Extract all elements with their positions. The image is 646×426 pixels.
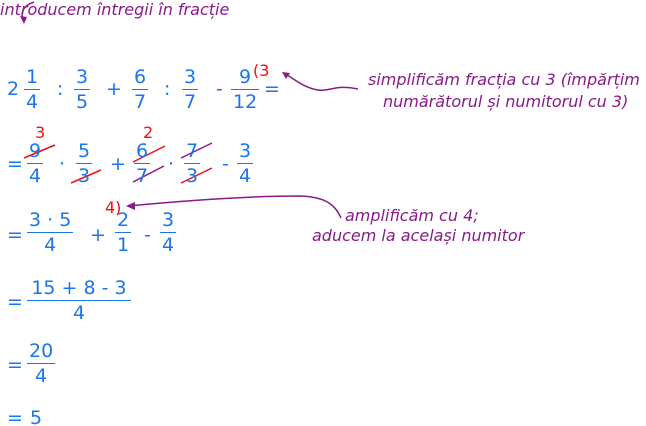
operator: : bbox=[57, 78, 64, 100]
arrow-simplify bbox=[283, 72, 359, 92]
equals: = bbox=[7, 354, 23, 376]
arrow-amplify bbox=[127, 195, 342, 219]
cancel-line-red bbox=[23, 144, 56, 159]
annotation-top: introducem întregii în fracție bbox=[0, 0, 230, 19]
equals: = bbox=[264, 78, 280, 100]
annotation-amplify-2: aducem la același numitor bbox=[312, 226, 525, 245]
simplify-mark: (3 bbox=[253, 61, 270, 80]
operator: - bbox=[222, 153, 229, 175]
operator: · bbox=[168, 153, 175, 175]
arrowhead-icon bbox=[282, 72, 290, 79]
equals: = bbox=[7, 224, 23, 246]
operator: - bbox=[216, 78, 223, 100]
cancel-line-purple bbox=[132, 165, 165, 183]
whole-number: 2 bbox=[7, 78, 20, 100]
operator: + bbox=[106, 78, 122, 100]
amplify-mark: 4) bbox=[105, 198, 122, 217]
annotation-simplify-1: simplificăm fracția cu 3 (împărțim bbox=[368, 70, 640, 89]
cancel-line-purple bbox=[180, 142, 213, 159]
arrowhead-icon bbox=[20, 16, 27, 24]
annotation-simplify-2: numărătorul și numitorul cu 3) bbox=[383, 92, 629, 111]
operator: - bbox=[144, 224, 151, 246]
cancel-line-red bbox=[180, 167, 213, 184]
cancel-line-red bbox=[70, 169, 102, 184]
operator: + bbox=[90, 224, 106, 246]
reduced-value: 3 bbox=[35, 123, 46, 142]
annotation-amplify-1: amplificăm cu 4; bbox=[345, 206, 479, 225]
operator: : bbox=[164, 78, 171, 100]
equals: = bbox=[7, 407, 23, 426]
result: 5 bbox=[30, 407, 43, 426]
reduced-value: 2 bbox=[143, 123, 154, 142]
arrowhead-icon bbox=[126, 202, 135, 210]
operator: + bbox=[110, 153, 126, 175]
equals: = bbox=[7, 153, 23, 175]
cancel-line-red bbox=[132, 145, 166, 163]
operator: · bbox=[59, 153, 66, 175]
equals: = bbox=[7, 291, 23, 313]
